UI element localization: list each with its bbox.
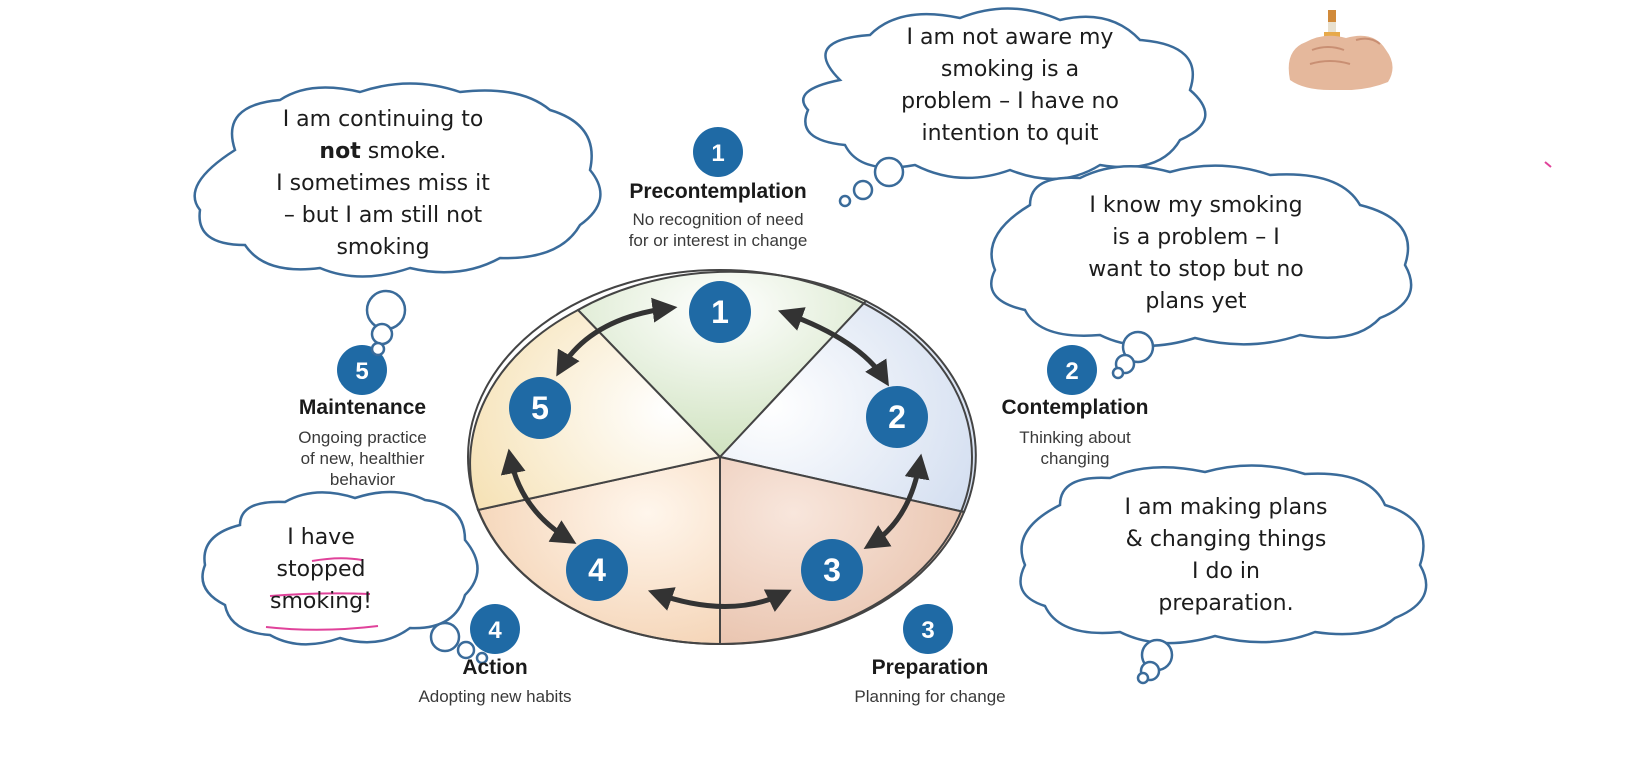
cloud-action-bubble-1 (429, 621, 461, 653)
stage-badge-number-1: 1 (711, 140, 724, 167)
stage-desc-action: Adopting new habits (418, 687, 572, 706)
stage-badge-4 (470, 604, 520, 654)
stage-badge-5 (337, 345, 387, 395)
thought-maintenance-emphasis: not (319, 139, 361, 164)
cloud-precontemplation-bubble-3 (838, 194, 852, 208)
wheel-number-5: 5 (531, 390, 549, 426)
wheel-number-4: 4 (588, 552, 606, 588)
stage-badges (337, 127, 1097, 654)
stage-badge-number-5: 5 (355, 358, 368, 385)
cloud-contemplation-bubble-1 (1121, 330, 1155, 364)
thought-precontemplation: I am not aware my smoking is a problem –… (901, 25, 1119, 146)
stage-badge-2 (1047, 345, 1097, 395)
handwritten-underlines (265, 557, 379, 631)
thought-action: I have stopped smoking! (270, 525, 372, 614)
cloud-action (201, 490, 479, 646)
cloud-precontemplation-bubble-2 (852, 179, 874, 201)
stage-title-contemplation: Contemplation (1001, 396, 1149, 419)
stage-desc-preparation: Planning for change (854, 687, 1006, 706)
thought-preparation: I am making plans & changing things I do… (1124, 495, 1328, 616)
arrow-2-3 (863, 453, 930, 549)
cloud-precontemplation (802, 7, 1207, 181)
hand-holding-cigarette-icon (1288, 10, 1393, 90)
wheel-number-1: 1 (711, 294, 729, 330)
arrow-4-5 (500, 448, 577, 544)
stage-title-action: Action (462, 656, 528, 679)
underline-have (311, 557, 363, 562)
cloud-preparation (1019, 464, 1428, 645)
cloud-contemplation-bubble-3 (1111, 366, 1125, 380)
arrow-1-2 (777, 307, 889, 387)
wheel-badge-3 (801, 539, 863, 601)
pink-mark (1544, 161, 1552, 168)
underline-stopped (269, 592, 371, 597)
stage-desc-precontemplation: No recognition of need for or interest i… (628, 210, 808, 250)
cloud-preparation-bubble-3 (1136, 671, 1150, 685)
cloud-maintenance-bubble-3 (370, 341, 386, 357)
wheel-rim (467, 269, 973, 645)
thought-maintenance: I am continuing to not smoke. I sometime… (276, 107, 490, 260)
stage-badge-number-3: 3 (921, 617, 934, 644)
cloud-contemplation (990, 164, 1413, 347)
arrow-3-4 (647, 587, 792, 612)
stage-title-precontemplation: Precontemplation (629, 180, 807, 203)
arrow-5-1 (556, 297, 678, 377)
cloud-precontemplation-bubble-1 (873, 156, 905, 188)
thought-contemplation: I know my smoking is a problem – I want … (1088, 193, 1304, 314)
stage-title-maintenance: Maintenance (298, 396, 427, 419)
underline-smoking (265, 625, 379, 631)
stage-badge-number-2: 2 (1065, 358, 1078, 385)
thought-clouds (193, 7, 1428, 685)
stage-badge-3 (903, 604, 953, 654)
stage-badge-number-4: 4 (488, 617, 502, 644)
wheel-badge-4 (566, 539, 628, 601)
wheel-number-2: 2 (888, 399, 906, 435)
wheel-badge-1 (689, 281, 751, 343)
wheel-badge-2 (866, 386, 928, 448)
cloud-maintenance-bubble-1 (365, 289, 407, 331)
wheel-badge-5 (509, 377, 571, 439)
cloud-action-bubble-3 (475, 651, 489, 665)
cycle-arrows (500, 297, 930, 612)
wheel-badges (509, 281, 928, 601)
stage-desc-contemplation: Thinking about changing (1019, 428, 1131, 468)
stage-title-preparation: Preparation (871, 656, 989, 679)
cloud-action-bubble-2 (456, 640, 476, 660)
stage-badge-1 (693, 127, 743, 177)
cloud-maintenance-bubble-2 (370, 322, 394, 346)
stage-desc-maintenance: Ongoing practice of new, healthier behav… (298, 428, 427, 489)
cloud-maintenance (193, 82, 602, 278)
wheel-number-3: 3 (823, 552, 841, 588)
